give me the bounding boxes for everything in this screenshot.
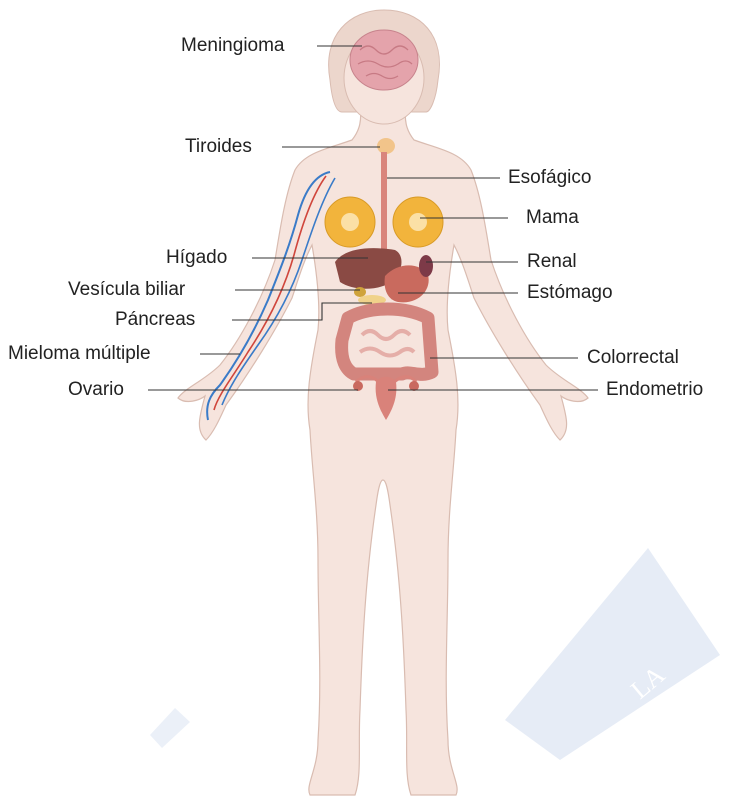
label-higado: Hígado (166, 247, 227, 269)
label-vesicula: Vesícula biliar (68, 279, 185, 301)
watermark-shape-2 (150, 708, 190, 748)
breast-left-core (341, 213, 359, 231)
label-renal: Renal (527, 251, 577, 273)
label-endometrio: Endometrio (606, 379, 703, 401)
esophagus (381, 152, 387, 254)
kidney (419, 255, 433, 277)
label-colorrectal: Colorrectal (587, 347, 679, 369)
label-tiroides: Tiroides (185, 136, 252, 158)
label-pancreas: Páncreas (115, 309, 195, 331)
gallbladder (354, 287, 366, 297)
breast-right-core (409, 213, 427, 231)
thyroid (377, 138, 395, 154)
brain (350, 30, 418, 90)
label-estomago: Estómago (527, 282, 613, 304)
label-ovario: Ovario (68, 379, 124, 401)
label-meningioma: Meningioma (181, 35, 285, 57)
label-mieloma: Mieloma múltiple (8, 343, 151, 365)
watermark-shape (505, 548, 720, 760)
label-esofagico: Esofágico (508, 167, 591, 189)
label-mama: Mama (526, 207, 579, 229)
